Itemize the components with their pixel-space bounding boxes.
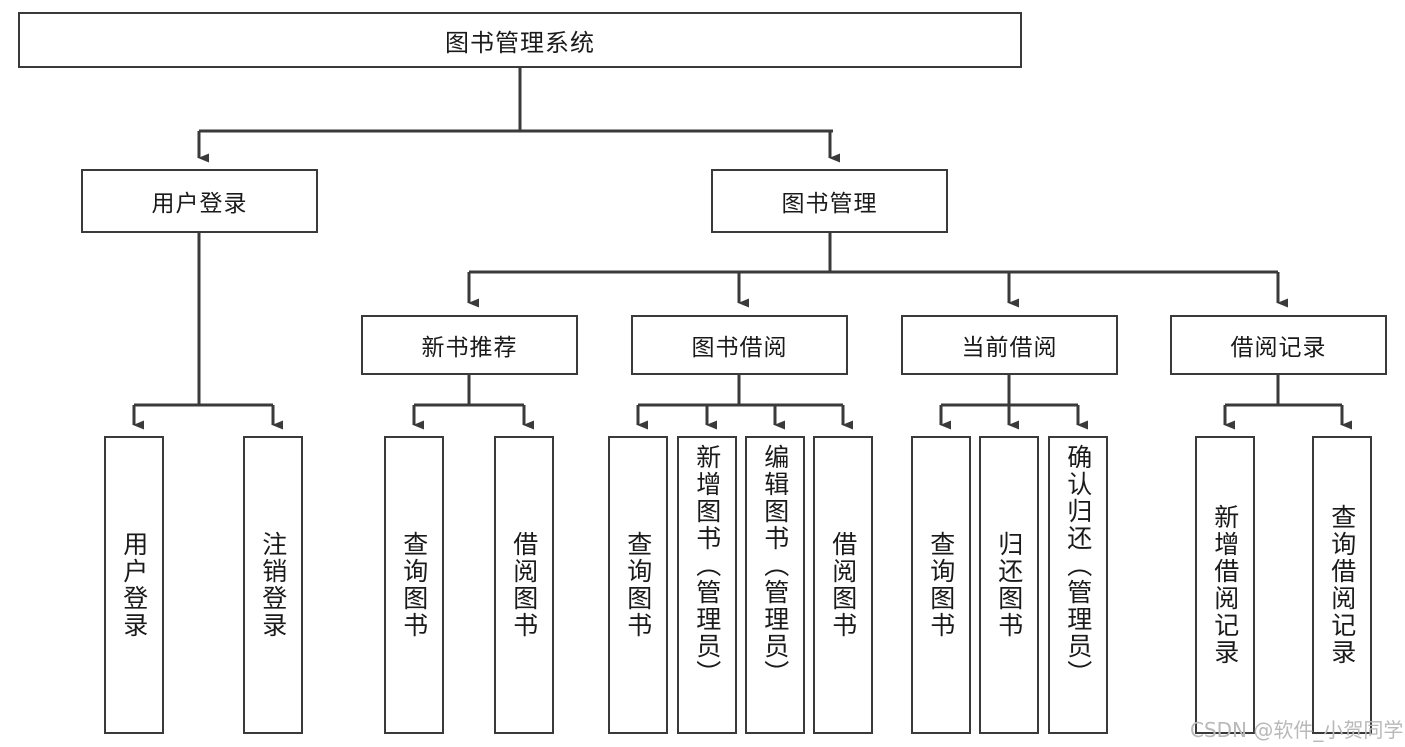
leaf-query-book-borrow[interactable]: 查询图书 [608, 436, 668, 734]
node-label: 新书推荐 [421, 335, 518, 361]
leaf-user-login[interactable]: 用户登录 [104, 436, 164, 734]
leaf-label: 新增图书（管理员） [692, 444, 722, 687]
node-label: 图书借阅 [691, 335, 788, 361]
leaf-label: 确认归还（管理员） [1063, 444, 1093, 687]
leaf-return-book[interactable]: 归还图书 [979, 436, 1039, 734]
leaf-borrow-book[interactable]: 借阅图书 [813, 436, 873, 734]
leaf-query-borrow-record[interactable]: 查询借阅记录 [1312, 436, 1372, 734]
leaf-logout-login[interactable]: 注销登录 [243, 436, 303, 734]
leaf-label: 查询借阅记录 [1327, 504, 1357, 666]
leaf-label: 用户登录 [119, 531, 149, 639]
leaf-confirm-return-admin[interactable]: 确认归还（管理员） [1048, 436, 1108, 734]
node-label: 当前借阅 [961, 335, 1058, 361]
leaf-borrow-book-recommend[interactable]: 借阅图书 [494, 436, 554, 734]
node-root-library-system[interactable]: 图书管理系统 [18, 12, 1022, 68]
leaf-edit-book-admin[interactable]: 编辑图书（管理员） [745, 436, 805, 734]
leaf-label: 归还图书 [994, 531, 1024, 639]
node-label: 用户登录 [151, 191, 248, 217]
node-book-management[interactable]: 图书管理 [711, 169, 948, 233]
leaf-add-borrow-record[interactable]: 新增借阅记录 [1195, 436, 1255, 734]
leaf-label: 编辑图书（管理员） [760, 444, 790, 687]
leaf-label: 借阅图书 [509, 531, 539, 639]
leaf-label: 借阅图书 [828, 531, 858, 639]
node-borrow-records[interactable]: 借阅记录 [1170, 315, 1387, 375]
node-label: 图书管理系统 [445, 28, 595, 57]
node-new-book-recommend[interactable]: 新书推荐 [361, 315, 578, 375]
leaf-query-book-current[interactable]: 查询图书 [911, 436, 971, 734]
node-user-login[interactable]: 用户登录 [81, 169, 318, 233]
watermark-text: CSDN @软件_小贺同学 [1190, 718, 1404, 742]
node-label: 图书管理 [781, 191, 878, 217]
node-book-borrow[interactable]: 图书借阅 [631, 315, 848, 375]
leaf-label: 查询图书 [926, 531, 956, 639]
leaf-label: 查询图书 [623, 531, 653, 639]
leaf-query-book-recommend[interactable]: 查询图书 [384, 436, 444, 734]
leaf-label: 查询图书 [399, 531, 429, 639]
leaf-label: 新增借阅记录 [1210, 504, 1240, 666]
leaf-add-book-admin[interactable]: 新增图书（管理员） [677, 436, 737, 734]
node-label: 借阅记录 [1230, 335, 1327, 361]
node-current-borrow[interactable]: 当前借阅 [901, 315, 1118, 375]
leaf-label: 注销登录 [258, 531, 288, 639]
